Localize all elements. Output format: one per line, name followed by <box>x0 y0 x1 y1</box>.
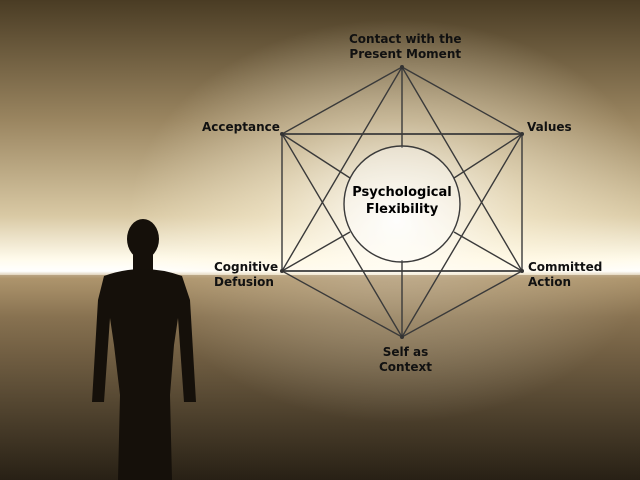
center-label: Psychological Flexibility <box>352 185 452 217</box>
triangle-up <box>280 65 524 272</box>
node-label-self-as-context: Self as Context <box>379 345 432 374</box>
node-label-cognitive-defusion: Cognitive Defusion <box>214 260 279 289</box>
node-label-values: Values <box>527 120 572 134</box>
node-markers <box>280 65 524 339</box>
node-label-acceptance: Acceptance <box>202 120 280 134</box>
person-silhouette <box>92 219 196 480</box>
triangle-down <box>280 133 524 339</box>
spoke-ll <box>281 231 351 272</box>
spoke-lr <box>453 231 523 272</box>
center-circle <box>343 145 461 263</box>
node-label-committed-action: Committed Action <box>528 260 603 289</box>
spoke-ul <box>281 133 351 179</box>
spoke-ur <box>453 133 523 179</box>
node-label-present-moment: Contact with the Present Moment <box>349 32 462 61</box>
